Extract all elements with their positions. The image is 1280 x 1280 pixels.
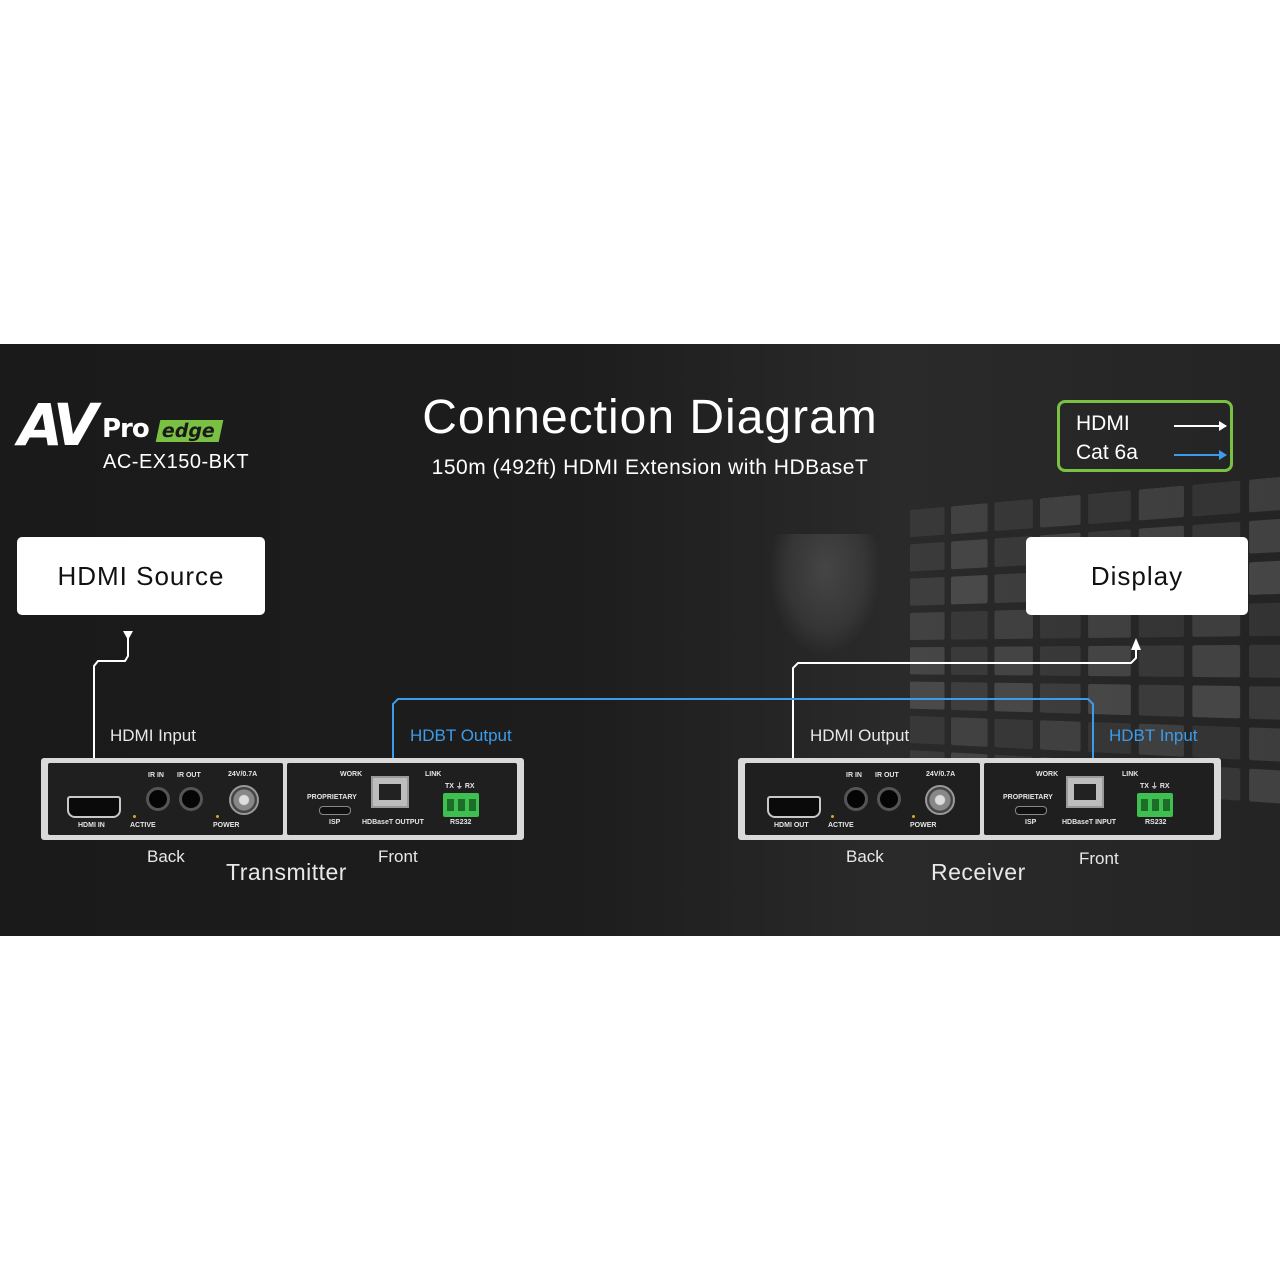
power-jack bbox=[925, 785, 955, 815]
ir-out-label: IR OUT bbox=[177, 772, 201, 779]
hdmi-input-line bbox=[93, 638, 129, 790]
transmitter-back-label: Back bbox=[147, 847, 185, 866]
power-jack bbox=[229, 785, 259, 815]
transmitter-front-panel: WORK LINK PROPRIETARY ISP HDBaseT OUTPUT… bbox=[287, 763, 517, 835]
logo-av-text: AV bbox=[18, 391, 98, 459]
active-led bbox=[831, 815, 834, 818]
hdbt-output-label: HDBT Output bbox=[410, 726, 512, 745]
hdbaset-input-port bbox=[1066, 776, 1104, 808]
receiver-name: Receiver bbox=[931, 859, 1026, 885]
power-label: POWER bbox=[213, 822, 240, 829]
rs232-label: RS232 bbox=[1145, 819, 1167, 826]
hdmi-output-arrowhead bbox=[1131, 638, 1141, 650]
logo-pro-text: Pro bbox=[102, 414, 150, 444]
ir-in-jack bbox=[146, 787, 170, 811]
receiver-front-panel: WORK LINK PROPRIETARY ISP HDBaseT INPUT … bbox=[984, 763, 1214, 835]
active-label: ACTIVE bbox=[130, 822, 156, 829]
rs232-terminal-block bbox=[443, 793, 479, 817]
hdmi-source-tail-marker bbox=[123, 631, 133, 640]
ir-in-label: IR IN bbox=[148, 772, 164, 779]
power-rating-label: 24V/0.7A bbox=[926, 771, 956, 778]
legend-cat6a-arrow-icon bbox=[1174, 450, 1227, 460]
isp-label: ISP bbox=[329, 819, 341, 826]
receiver-back-label: Back bbox=[846, 847, 884, 866]
link-label: LINK bbox=[1122, 771, 1139, 778]
hdmi-in-port-label: HDMI IN bbox=[78, 822, 105, 829]
power-led bbox=[216, 815, 219, 818]
ir-out-label: IR OUT bbox=[875, 772, 899, 779]
background-lamp bbox=[770, 534, 880, 654]
hdmi-output-line bbox=[792, 648, 1137, 790]
hdbaset-output-port bbox=[371, 776, 409, 808]
work-label: WORK bbox=[1036, 771, 1059, 778]
diagram-banner: AV Pro edge AC-EX150-BKT Connection Diag… bbox=[0, 344, 1280, 936]
active-label: ACTIVE bbox=[828, 822, 854, 829]
legend-box: HDMI Cat 6a bbox=[1057, 400, 1233, 472]
link-label: LINK bbox=[425, 771, 442, 778]
transmitter-name: Transmitter bbox=[226, 859, 347, 885]
ir-out-jack bbox=[179, 787, 203, 811]
model-number: AC-EX150-BKT bbox=[103, 451, 250, 473]
hdbaset-output-label: HDBaseT OUTPUT bbox=[362, 819, 424, 826]
ir-in-label: IR IN bbox=[846, 772, 862, 779]
isp-label: ISP bbox=[1025, 819, 1037, 826]
hdmi-source-box: HDMI Source bbox=[17, 537, 265, 615]
power-rating-label: 24V/0.7A bbox=[228, 771, 258, 778]
hdmi-in-port bbox=[67, 796, 121, 818]
cat6a-link-line bbox=[392, 698, 1094, 790]
receiver-back-panel: HDMI OUT IR IN IR OUT 24V/0.7A ACTIVE PO… bbox=[745, 763, 980, 835]
receiver-front-label: Front bbox=[1079, 849, 1119, 868]
transmitter-device: HDMI IN IR IN IR OUT 24V/0.7A ACTIVE POW… bbox=[41, 758, 524, 840]
rs232-terminal-block bbox=[1137, 793, 1173, 817]
hdmi-out-port-label: HDMI OUT bbox=[774, 822, 809, 829]
transmitter-back-panel: HDMI IN IR IN IR OUT 24V/0.7A ACTIVE POW… bbox=[48, 763, 283, 835]
active-led bbox=[133, 815, 136, 818]
rs232-pins-label: TX ⏚ RX bbox=[445, 783, 475, 790]
rs232-pins-label: TX ⏚ RX bbox=[1140, 783, 1170, 790]
work-label: WORK bbox=[340, 771, 363, 778]
isp-usb-port bbox=[319, 806, 351, 815]
power-label: POWER bbox=[910, 822, 937, 829]
legend-hdmi-label: HDMI bbox=[1076, 412, 1130, 435]
proprietary-label: PROPRIETARY bbox=[307, 794, 357, 801]
hdmi-out-port bbox=[767, 796, 821, 818]
receiver-device: HDMI OUT IR IN IR OUT 24V/0.7A ACTIVE PO… bbox=[738, 758, 1221, 840]
diagram-subtitle: 150m (492ft) HDMI Extension with HDBaseT bbox=[431, 456, 869, 479]
hdmi-output-label: HDMI Output bbox=[810, 726, 910, 745]
rs232-label: RS232 bbox=[450, 819, 472, 826]
hdmi-input-label: HDMI Input bbox=[110, 726, 196, 745]
legend-hdmi-arrow-icon bbox=[1174, 421, 1227, 431]
isp-usb-port bbox=[1015, 806, 1047, 815]
hdbaset-input-label: HDBaseT INPUT bbox=[1062, 819, 1117, 826]
legend-cat6a-label: Cat 6a bbox=[1076, 441, 1138, 464]
hdbt-input-label: HDBT Input bbox=[1109, 726, 1198, 745]
connection-lines bbox=[89, 631, 1141, 798]
power-led bbox=[912, 815, 915, 818]
proprietary-label: PROPRIETARY bbox=[1003, 794, 1053, 801]
ir-out-jack bbox=[877, 787, 901, 811]
diagram-title: Connection Diagram bbox=[422, 391, 878, 444]
display-box: Display bbox=[1026, 537, 1248, 615]
ir-in-jack bbox=[844, 787, 868, 811]
transmitter-front-label: Front bbox=[378, 847, 418, 866]
